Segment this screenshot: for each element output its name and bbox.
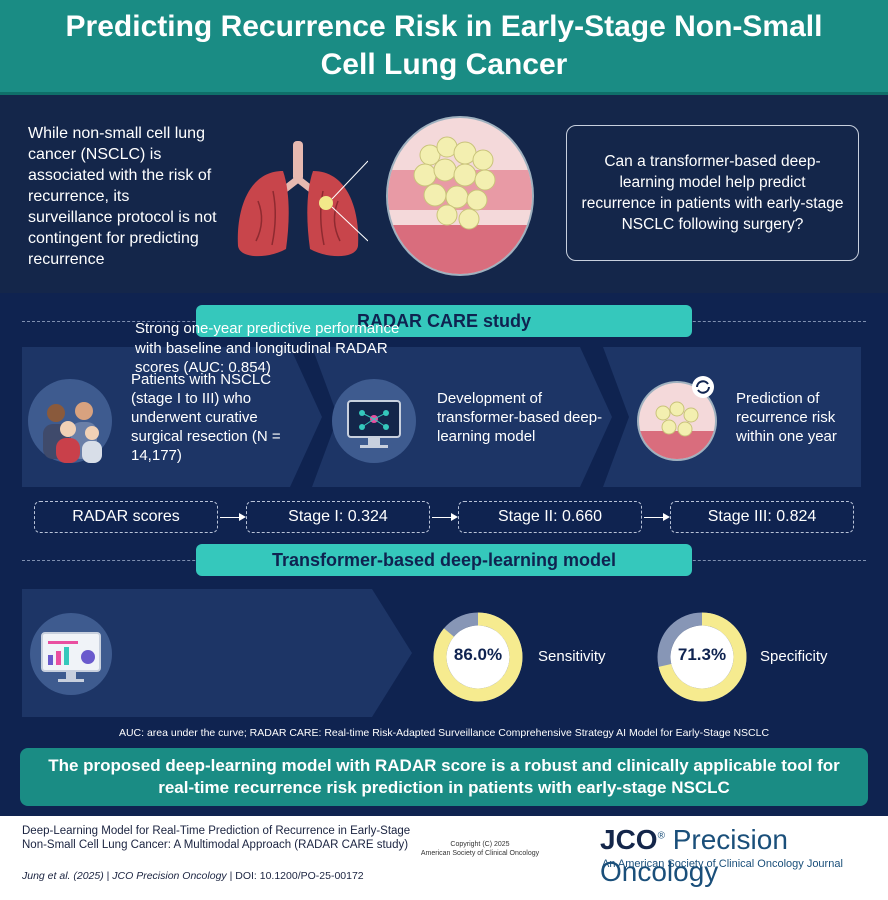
radar-score-stage-3: Stage III: 0.824: [670, 501, 854, 533]
conclusion-banner: The proposed deep-learning model with RA…: [20, 748, 868, 806]
journal-subtitle: An American Society of Clinical Oncology…: [602, 858, 843, 870]
model-title-pill: Transformer-based deep-learning model: [196, 544, 692, 576]
citation-journal: JCO Precision Oncology: [112, 870, 227, 882]
step-3-text: Prediction of recurrence risk within one…: [736, 390, 837, 445]
donut-center: [670, 625, 734, 689]
tumor-magnified-icon: [386, 116, 534, 276]
citation-authors: Jung et al. (2025): [22, 870, 104, 882]
radar-scores-label: RADAR scores: [34, 501, 218, 533]
copyright-line-2: American Society of Clinical Oncology: [420, 850, 540, 857]
step-1-text: Patients with NSCLC (stage I to III) who…: [131, 371, 281, 464]
donut-fill: [657, 612, 747, 702]
specificity-label: Specificity: [760, 648, 828, 665]
header-banner: Predicting Recurrence Risk in Early-Stag…: [0, 0, 888, 95]
specificity-value: 71.3%: [677, 645, 727, 664]
copyright: Copyright (C) 2025 American Society of C…: [420, 840, 540, 858]
sensitivity-label: Sensitivity: [538, 648, 606, 665]
registered-icon: ®: [657, 830, 665, 842]
arrow-icon: [220, 513, 246, 521]
footer: Deep-Learning Model for Real-Time Predic…: [0, 816, 888, 900]
sensitivity-donut: [433, 612, 523, 702]
lungs-icon: [237, 141, 368, 257]
step-2-text: Development of transformer-based deep-le…: [437, 390, 603, 445]
performance-arrow: [22, 589, 412, 717]
study-title-pill: RADAR CARE study: [196, 305, 692, 337]
page-title: Predicting Recurrence Risk in Early-Stag…: [65, 10, 823, 81]
intro-text: While non-small cell lung cancer (NSCLC)…: [28, 125, 217, 268]
donut-center: [446, 625, 510, 689]
sensitivity-value: 86.0%: [453, 645, 503, 664]
citation: Jung et al. (2025) | JCO Precision Oncol…: [22, 870, 364, 882]
study-section: RADAR CARE study Patients with NSCLC (st…: [0, 293, 888, 816]
abbreviations-note: AUC: area under the curve; RADAR CARE: R…: [118, 727, 770, 739]
radar-score-stage-1: Stage I: 0.324: [246, 501, 430, 533]
copyright-line-1: Copyright (C) 2025: [450, 841, 510, 848]
logo-name: Precision Oncology: [600, 824, 788, 887]
journal-logo: JCO® Precision Oncology: [600, 824, 888, 888]
logo-jco: JCO: [600, 824, 658, 855]
arrow-icon: [644, 513, 670, 521]
patients-icon: [28, 379, 112, 463]
performance-text: Strong one-year predictive performance w…: [135, 320, 400, 376]
citation-doi: DOI: 10.1200/PO-25-00172: [235, 870, 364, 882]
intro-section: While non-small cell lung cancer (NSCLC)…: [0, 95, 888, 293]
computer-model-icon: [332, 379, 416, 463]
analytics-monitor-icon: [30, 613, 112, 695]
research-question: Can a transformer-based deep-learning mo…: [566, 125, 859, 261]
donut-fill: [433, 612, 523, 702]
article-title: Deep-Learning Model for Real-Time Predic…: [22, 825, 411, 851]
radar-score-stage-2: Stage II: 0.660: [458, 501, 642, 533]
recurrence-tissue-icon: [637, 376, 717, 461]
specificity-donut: [657, 612, 747, 702]
arrow-icon: [432, 513, 458, 521]
